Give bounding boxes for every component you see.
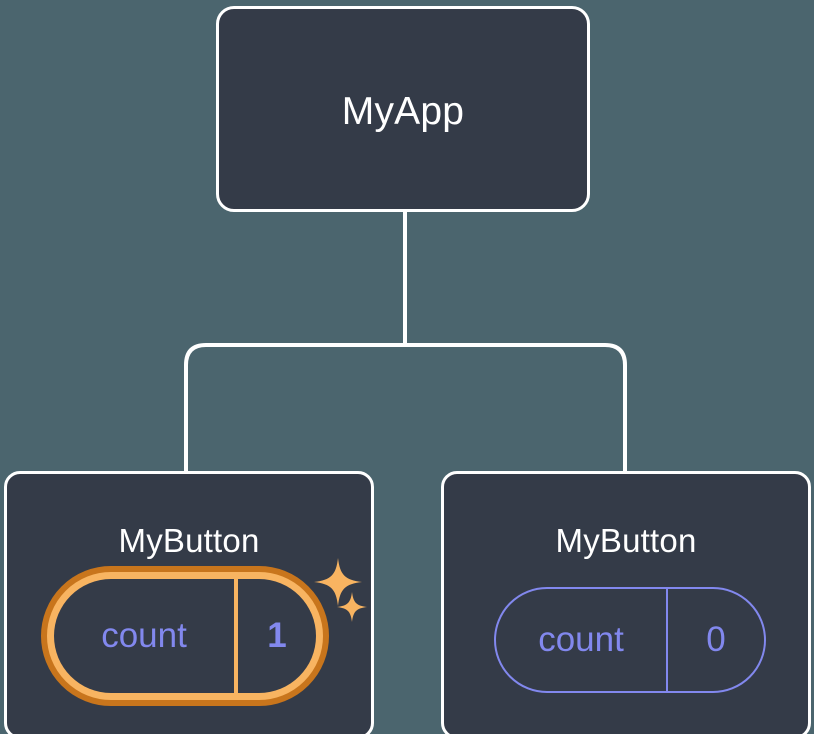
state-badge-key: count <box>496 589 668 691</box>
node-root-title: MyApp <box>341 90 465 133</box>
node-root-myapp[interactable]: MyApp <box>216 6 590 212</box>
node-child-left-title: MyButton <box>118 522 260 559</box>
connector-branch-left <box>184 343 405 473</box>
state-badge-key: count <box>54 579 238 693</box>
state-badge-inner: count 1 <box>54 579 316 693</box>
state-badge-value: 1 <box>267 616 287 655</box>
state-badge-value: 0 <box>706 620 726 659</box>
state-badge-count-highlighted[interactable]: count 1 <box>41 566 329 706</box>
node-child-right-title: MyButton <box>555 522 697 559</box>
connector-branch-right <box>405 343 627 473</box>
state-badge-count-plain[interactable]: count 0 <box>494 587 766 693</box>
